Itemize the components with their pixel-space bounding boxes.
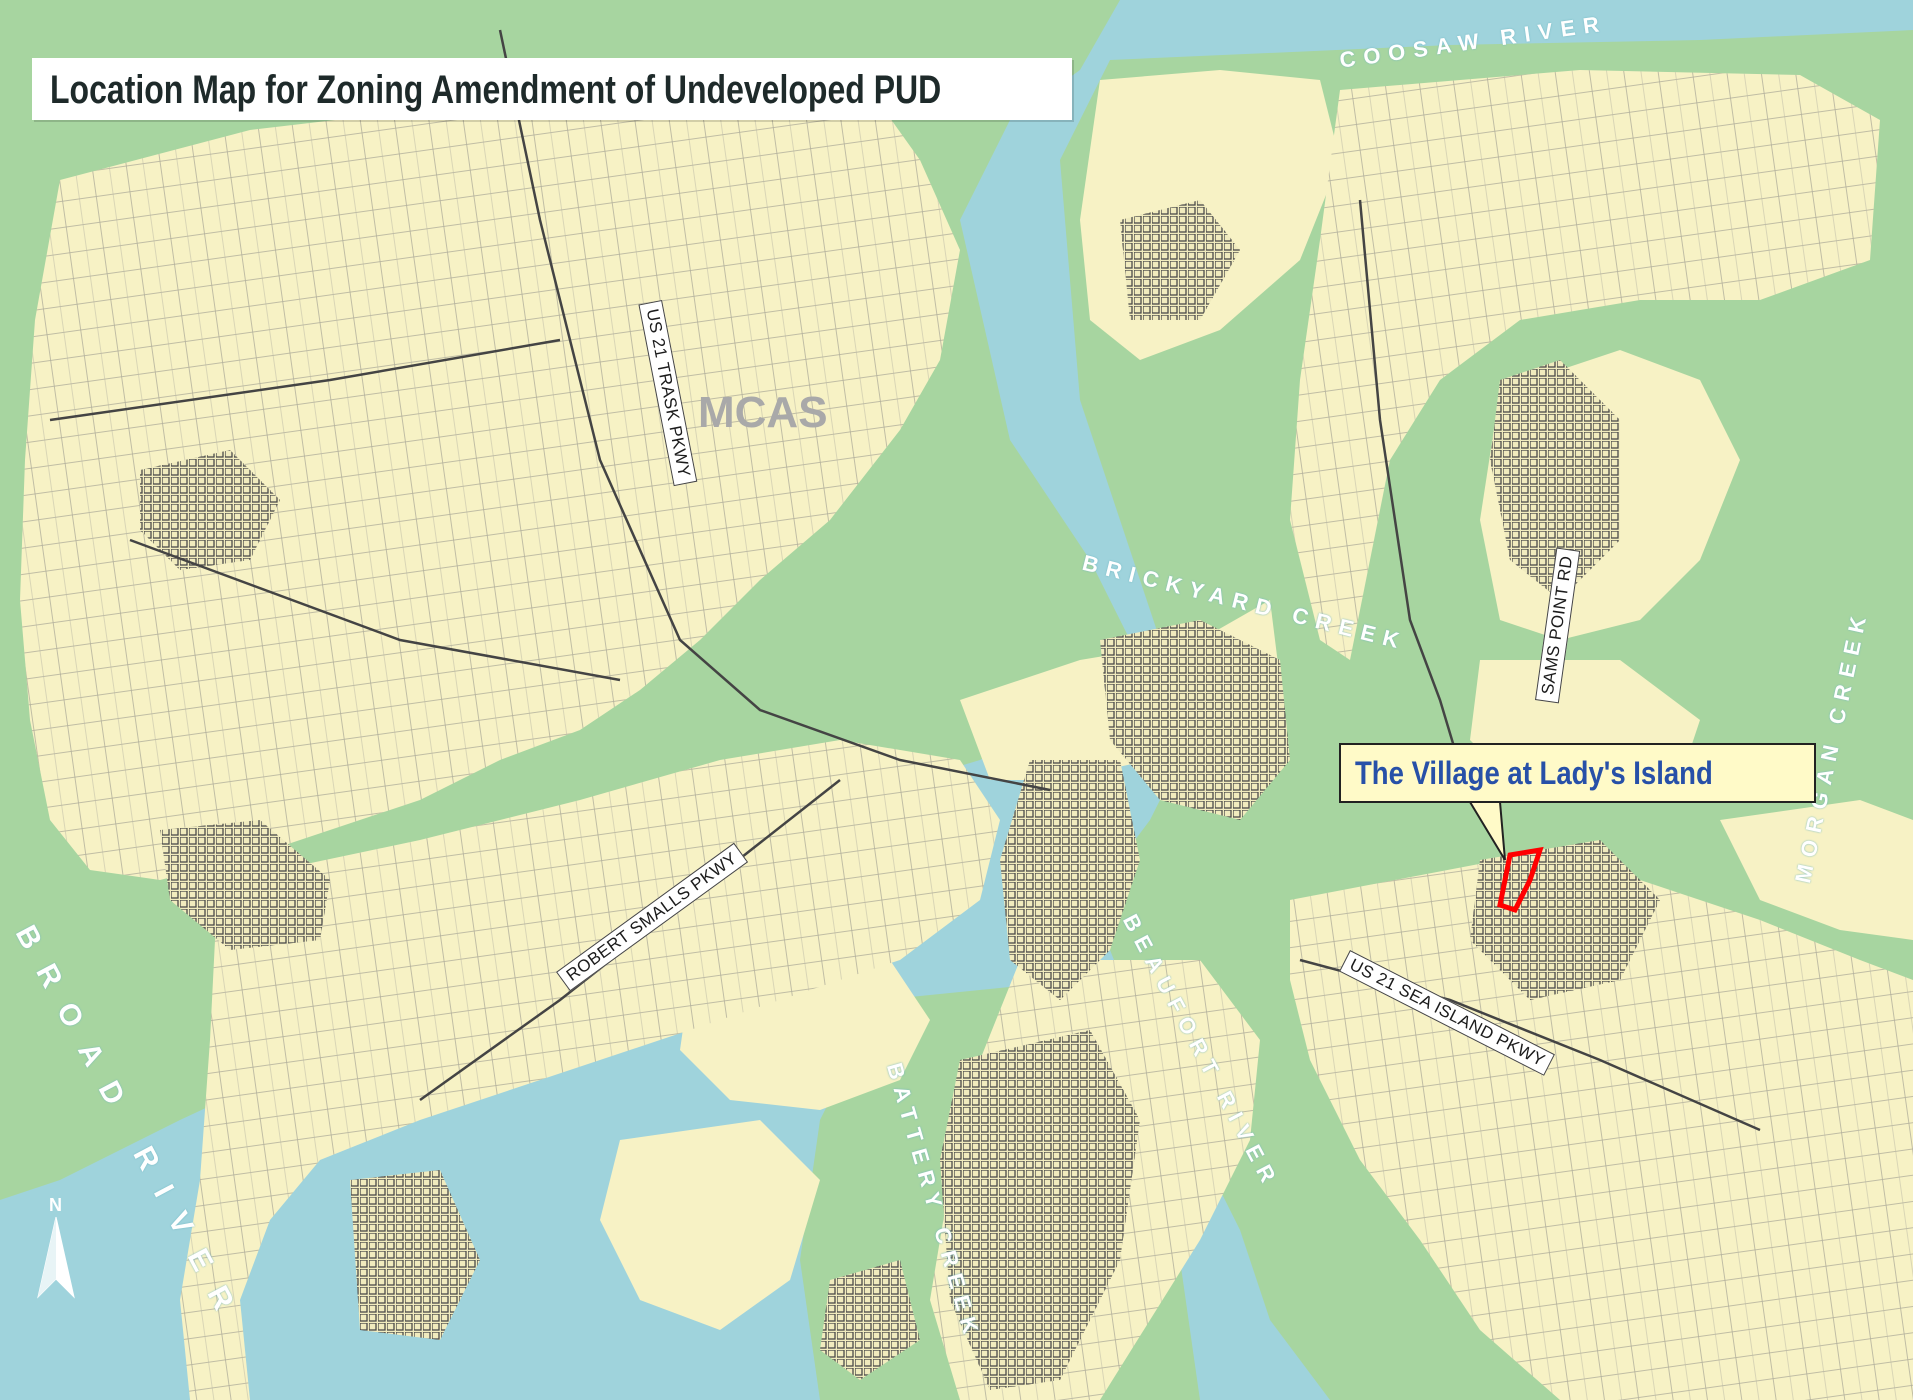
site-callout: The Village at Lady's Island xyxy=(1339,743,1816,803)
dense-development xyxy=(140,200,1660,1390)
site-callout-label: The Village at Lady's Island xyxy=(1355,755,1713,791)
north-arrow: N xyxy=(36,1195,76,1300)
map-title-box: Location Map for Zoning Amendment of Und… xyxy=(32,58,1072,120)
mcas-label: MCAS xyxy=(698,388,828,437)
map-title: Location Map for Zoning Amendment of Und… xyxy=(50,68,942,112)
site-parcel-outline xyxy=(1497,846,1544,914)
north-arrow-icon xyxy=(37,1217,75,1299)
north-letter: N xyxy=(49,1195,62,1215)
